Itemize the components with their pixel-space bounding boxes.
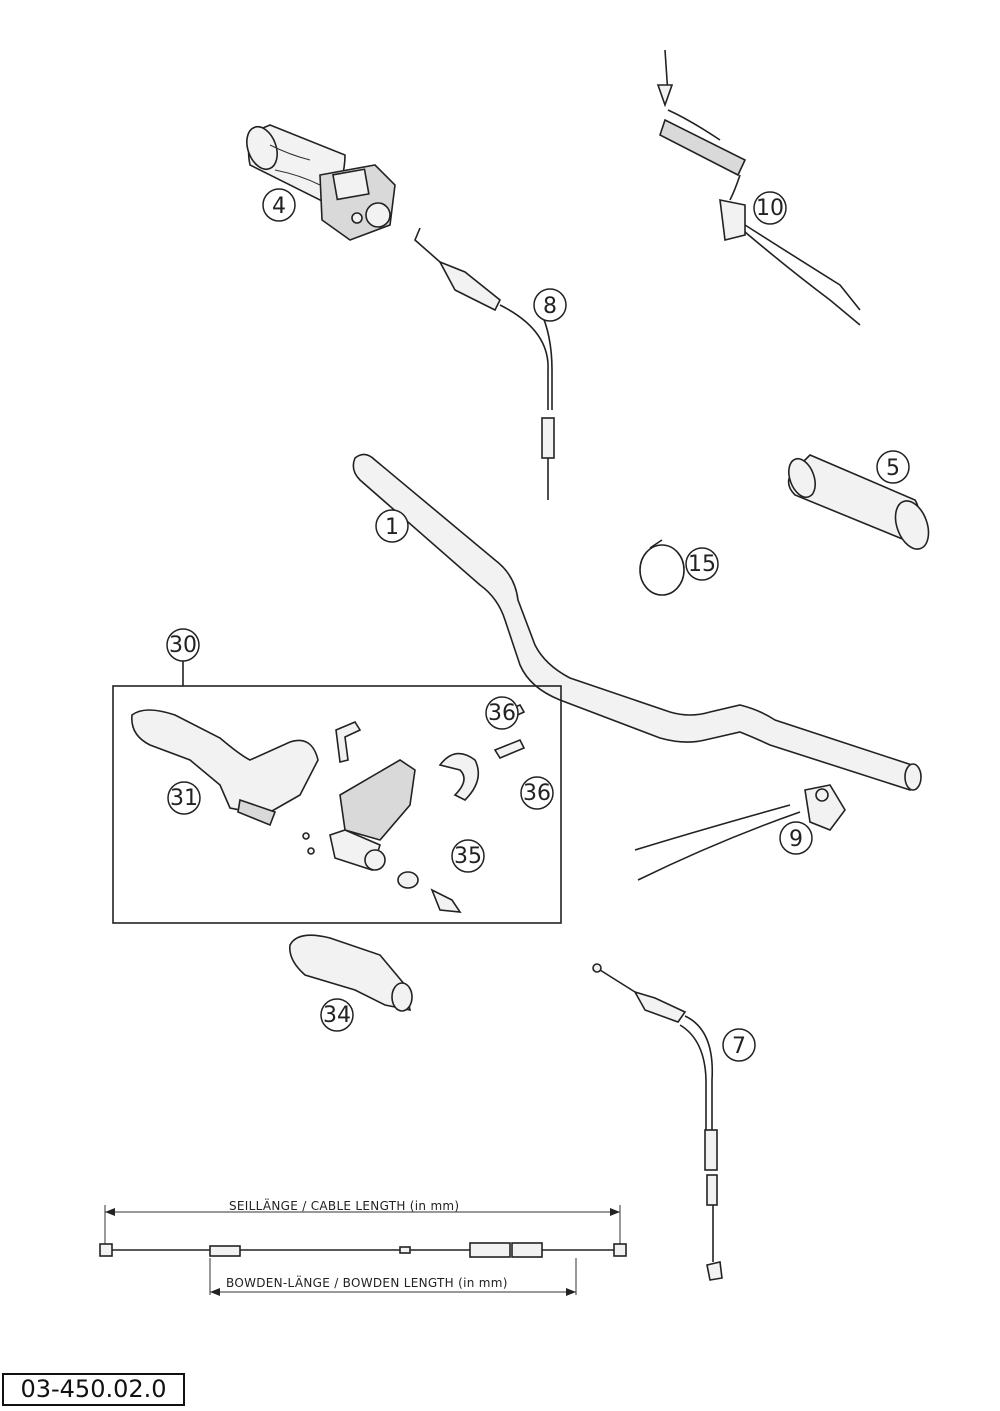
callout-label: 1 [385,515,399,540]
callout-9: 9 [779,821,813,855]
bowden-length-label: BOWDEN-LÄNGE / BOWDEN LENGTH (in mm) [226,1275,508,1290]
callout-34: 34 [320,998,354,1032]
lever-boot [288,934,413,1012]
horn-switch [634,784,846,881]
callout-label: 35 [454,844,482,869]
cable-dimension-drawing: SEILLÄNGE / CABLE LENGTH (in mm) BOWDEN-… [99,1198,627,1296]
callout-8: 8 [533,288,567,322]
callout-36-top: 36 [485,696,519,730]
throttle-cable [414,227,555,500]
cable-length-label: SEILLÄNGE / CABLE LENGTH (in mm) [229,1198,459,1213]
callout-label: 8 [543,294,557,319]
clutch-lever-assembly [112,660,562,924]
callout-1: 1 [375,509,409,543]
handlebar [352,453,922,792]
callout-label: 15 [688,552,716,577]
callout-7: 7 [722,1028,756,1062]
callout-label: 4 [272,194,286,219]
callout-36-bottom: 36 [520,776,554,810]
callout-label: 7 [732,1034,746,1059]
callout-label: 34 [323,1003,351,1028]
callout-10: 10 [753,191,787,225]
callout-30: 30 [166,628,200,662]
callout-label: 30 [169,633,197,658]
kill-switch-lanyard [656,49,861,326]
reference-code-label: 03-450.02.0 [2,1373,185,1406]
callouts: 1 4 5 7 8 9 10 15 30 31 34 35 36 36 [166,188,910,1062]
callout-label: 9 [789,827,803,852]
callout-31: 31 [167,781,201,815]
callout-4: 4 [262,188,296,222]
left-grip [787,454,930,550]
clutch-cable [592,963,723,1281]
callout-label: 31 [170,786,198,811]
callout-label: 10 [756,196,784,221]
callout-15: 15 [685,547,719,581]
callout-5: 5 [876,450,910,484]
cable-tie [639,539,685,596]
callout-label: 36 [523,781,551,806]
callout-label: 5 [886,456,900,481]
callout-35: 35 [451,839,485,873]
throttle-grip [246,124,396,241]
callout-label: 36 [488,701,516,726]
